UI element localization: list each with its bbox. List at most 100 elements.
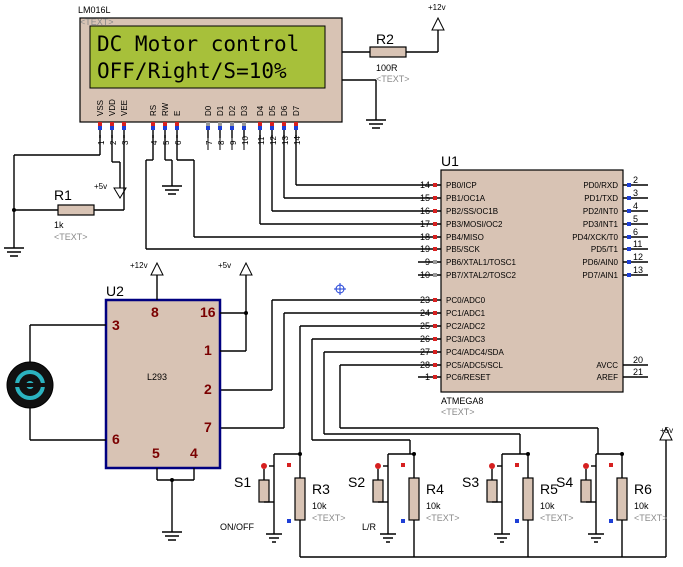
supply-arrow-icon <box>113 187 127 199</box>
lcd-pin-stub <box>175 122 179 128</box>
lcd-pin-marker <box>258 126 262 130</box>
u1-left-pin-number: 16 <box>420 206 430 216</box>
u1-ref: U1 <box>441 153 459 169</box>
lcd-pin-marker <box>270 126 274 130</box>
u1-pin-marker <box>433 235 437 239</box>
u1-left-pin-number: 28 <box>420 360 430 370</box>
lcd-pin-stub <box>110 122 114 128</box>
r2-ref: R2 <box>376 31 394 47</box>
u1-left-pin-number: 15 <box>420 193 430 203</box>
u2-l293[interactable] <box>104 298 222 470</box>
u1-left-pin-name: PB0/ICP <box>446 181 477 190</box>
lcd-pin-marker <box>175 126 179 130</box>
lcd-pin-marker <box>242 126 246 130</box>
ground-icon <box>162 531 182 541</box>
switch-s3[interactable] <box>486 479 498 503</box>
lcd-pin-stub <box>98 122 102 128</box>
lcd-pin-number: 12 <box>269 136 278 145</box>
u2-pin-8: 8 <box>151 304 159 320</box>
u1-pin-marker <box>433 337 437 341</box>
u1-right-pin-name: PD2/INT0 <box>583 207 619 216</box>
switch-ref: S3 <box>462 474 479 490</box>
resistor-text: <TEXT> <box>634 513 668 523</box>
u1-left-pin-name: PC4/ADC4/SDA <box>446 348 504 357</box>
r1-resistor[interactable] <box>57 204 95 216</box>
r2-resistor[interactable] <box>369 46 407 58</box>
u1-pin-marker <box>433 273 437 277</box>
u2-pin-3: 3 <box>112 317 120 333</box>
lcd-ref: LM016L <box>78 5 111 15</box>
lcd-pin-number: 11 <box>257 136 266 145</box>
r1-text: <TEXT> <box>54 232 88 242</box>
u2-pin-1: 1 <box>204 342 212 358</box>
u1-left-pin-number: 10 <box>420 270 430 280</box>
resistor-value: 10k <box>312 501 327 511</box>
lcd-pin-number: 14 <box>293 136 302 145</box>
resistor-ref: R6 <box>634 481 652 497</box>
lcd-pin-label: RS <box>149 105 158 116</box>
lcd-pin-label: D6 <box>280 105 289 116</box>
u1-pin-marker <box>433 298 437 302</box>
switch-knob <box>583 463 589 469</box>
u1-right-pin-name: PD4/XCK/T0 <box>572 233 618 242</box>
ground-icon <box>494 533 510 543</box>
switch-knob <box>261 463 267 469</box>
u1-left-pin-name: PB3/MOSI/OC2 <box>446 220 503 229</box>
lcd-screen <box>89 25 326 89</box>
crosshair-icon <box>334 283 346 295</box>
supply-arrow-icon <box>150 261 164 276</box>
u1-right-pin-number: 4 <box>633 201 638 211</box>
pin-marker <box>287 519 291 523</box>
u1-right-pin-number: 3 <box>633 188 638 198</box>
lcd-pin-number: 5 <box>162 140 171 145</box>
supply-5v-right: +5v <box>660 426 673 435</box>
resistor-value: 10k <box>426 501 441 511</box>
u1-left-pin-name: PC5/ADC5/SCL <box>446 361 503 370</box>
switch-s4[interactable] <box>580 479 592 503</box>
motor-icon[interactable] <box>6 361 54 409</box>
lcd-pin-label: VEE <box>120 100 129 116</box>
u1-left-pin-name: PC2/ADC2 <box>446 322 486 331</box>
r1-value: 1k <box>54 220 64 230</box>
resistor-r6[interactable] <box>616 477 628 521</box>
switch-s2[interactable] <box>372 479 384 503</box>
u1-pin-marker <box>433 260 437 264</box>
resistor-r5[interactable] <box>522 477 534 521</box>
u1-left-pin-number: 17 <box>420 219 430 229</box>
lcd-pin-label: D4 <box>256 105 265 116</box>
resistor-r3[interactable] <box>294 477 306 521</box>
u1-atmega8[interactable] <box>440 169 624 393</box>
u1-right-pin-number: 12 <box>633 252 643 262</box>
lcd-pin-marker <box>294 126 298 130</box>
resistor-text: <TEXT> <box>312 513 346 523</box>
switch-s1[interactable] <box>258 479 270 503</box>
lcd-pin-stub <box>294 122 298 128</box>
resistor-text: <TEXT> <box>540 513 574 523</box>
lcd-module[interactable]: DC Motor control OFF/Right/S=10% <box>79 17 343 123</box>
ground-icon <box>380 533 396 543</box>
lcd-pin-label: RW <box>161 102 170 116</box>
pin-marker <box>401 463 405 467</box>
lcd-pin-number: 8 <box>217 140 226 145</box>
lcd-pin-number: 10 <box>241 136 250 145</box>
u2-ref: U2 <box>106 283 124 299</box>
u1-left-pin-number: 25 <box>420 321 430 331</box>
resistor-ref: R5 <box>540 481 558 497</box>
supply-5v-r1: +5v <box>94 182 107 191</box>
lcd-pin-number: 13 <box>281 136 290 145</box>
pin-marker <box>287 463 291 467</box>
supply-5v-u2: +5v <box>218 261 231 270</box>
lcd-pin-marker <box>230 126 234 130</box>
r2-value: 100R <box>376 63 398 73</box>
pin-marker <box>609 463 613 467</box>
lcd-pin-marker <box>151 126 155 130</box>
resistor-r4[interactable] <box>408 477 420 521</box>
lcd-pin-label: D0 <box>204 105 213 116</box>
u1-right-pin-name: PD5/T1 <box>591 245 619 254</box>
u1-right-pin-number: 21 <box>633 367 643 377</box>
u1-left-pin-number: 1 <box>425 372 430 382</box>
u1-pin-marker <box>433 247 437 251</box>
lcd-pin-marker <box>282 126 286 130</box>
u1-right-pin-number: 6 <box>633 227 638 237</box>
